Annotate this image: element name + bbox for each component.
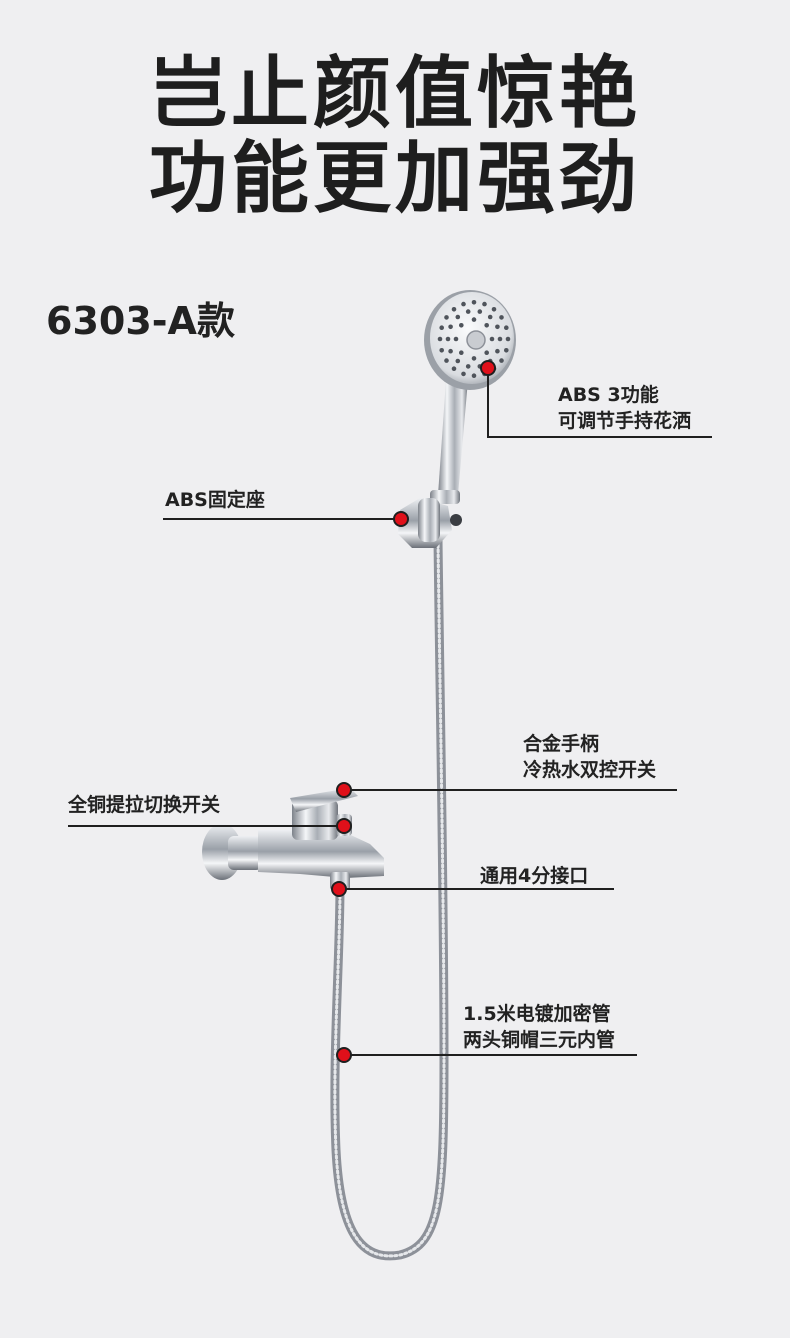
nozzle-dot (471, 356, 477, 361)
nozzle-dot (484, 350, 490, 356)
marker-hose (336, 1047, 352, 1063)
nozzle-dot (451, 366, 457, 372)
nozzle-dot (444, 315, 449, 320)
nozzle-dot (504, 348, 509, 353)
nozzle-dot (482, 301, 487, 307)
marker-interface (331, 881, 347, 897)
callout-switch: 全铜提拉切换开关 (68, 792, 220, 818)
callout-hose: 1.5米电镀加密管 两头铜帽三元内管 (463, 1001, 615, 1053)
nozzle-dot (495, 348, 500, 354)
callout-shower-head: ABS 3功能 可调节手持花洒 (558, 382, 691, 434)
callout-switch-line1: 全铜提拉切换开关 (68, 794, 221, 816)
nozzle-dot (471, 300, 477, 305)
nozzle-dot (497, 336, 503, 342)
faucet-mixer (202, 788, 384, 890)
callout-holder-line1: ABS固定座 (165, 489, 265, 511)
nozzle-dot (448, 348, 453, 354)
nozzle-dot (499, 315, 504, 320)
nozzle-dot (489, 336, 495, 342)
shower-head (424, 290, 516, 504)
nozzle-dot (471, 373, 477, 379)
nozzle-dot (499, 358, 504, 363)
nozzle-dot (444, 358, 449, 363)
callout-handle-line1: 合金手柄 (523, 733, 600, 755)
headline-line-2: 功能更加强劲 (148, 134, 641, 224)
nozzle-dot (445, 336, 451, 342)
shower-hose (330, 535, 449, 1261)
nozzle-dot (455, 358, 461, 364)
nozzle-dot (461, 301, 466, 307)
model-label: 6303-A款 (46, 299, 235, 343)
nozzle-dot (451, 307, 457, 312)
nozzle-dot (504, 325, 509, 331)
callout-shower-head-line2: 可调节手持花洒 (558, 410, 692, 432)
callout-hose-line1: 1.5米电镀加密管 (463, 1003, 611, 1025)
nozzle-dot (461, 371, 466, 377)
callout-handle-line2: 冷热水双控开关 (523, 759, 657, 781)
nozzle-dot (471, 317, 477, 322)
nozzle-dot (439, 325, 445, 331)
nozzle-dot (484, 323, 490, 328)
callout-hose-line2: 两头铜帽三元内管 (463, 1029, 616, 1051)
callout-holder: ABS固定座 (165, 487, 265, 513)
nozzle-dot (455, 314, 461, 320)
nozzle-dot (495, 324, 500, 330)
callout-lines (68, 368, 712, 1056)
callout-interface-line1: 通用4分接口 (480, 865, 589, 887)
nozzle-dot (491, 307, 497, 312)
callout-markers (331, 360, 496, 1063)
marker-handle (336, 782, 352, 798)
marker-holder (393, 511, 409, 527)
wall-holder (398, 498, 462, 548)
nozzle-dot (465, 309, 471, 314)
nozzle-dot (439, 348, 445, 353)
nozzle-dot (448, 324, 453, 330)
nozzle-dot (477, 309, 483, 314)
nozzle-dot (459, 323, 464, 328)
nozzle-dot (437, 336, 443, 342)
nozzle-dot (505, 336, 511, 342)
marker-switch (336, 818, 352, 834)
nozzle-dot (487, 314, 493, 320)
callout-shower-head-line1: ABS 3功能 (558, 384, 659, 406)
callout-handle: 合金手柄 冷热水双控开关 (523, 731, 656, 783)
nozzle-dot (459, 350, 464, 356)
nozzle-dot (453, 336, 459, 342)
marker-shower-head (480, 360, 496, 376)
nozzle-dot (465, 364, 471, 369)
callout-interface: 通用4分接口 (480, 863, 588, 889)
headline-line-1: 岂止颜值惊艳 (148, 49, 641, 139)
